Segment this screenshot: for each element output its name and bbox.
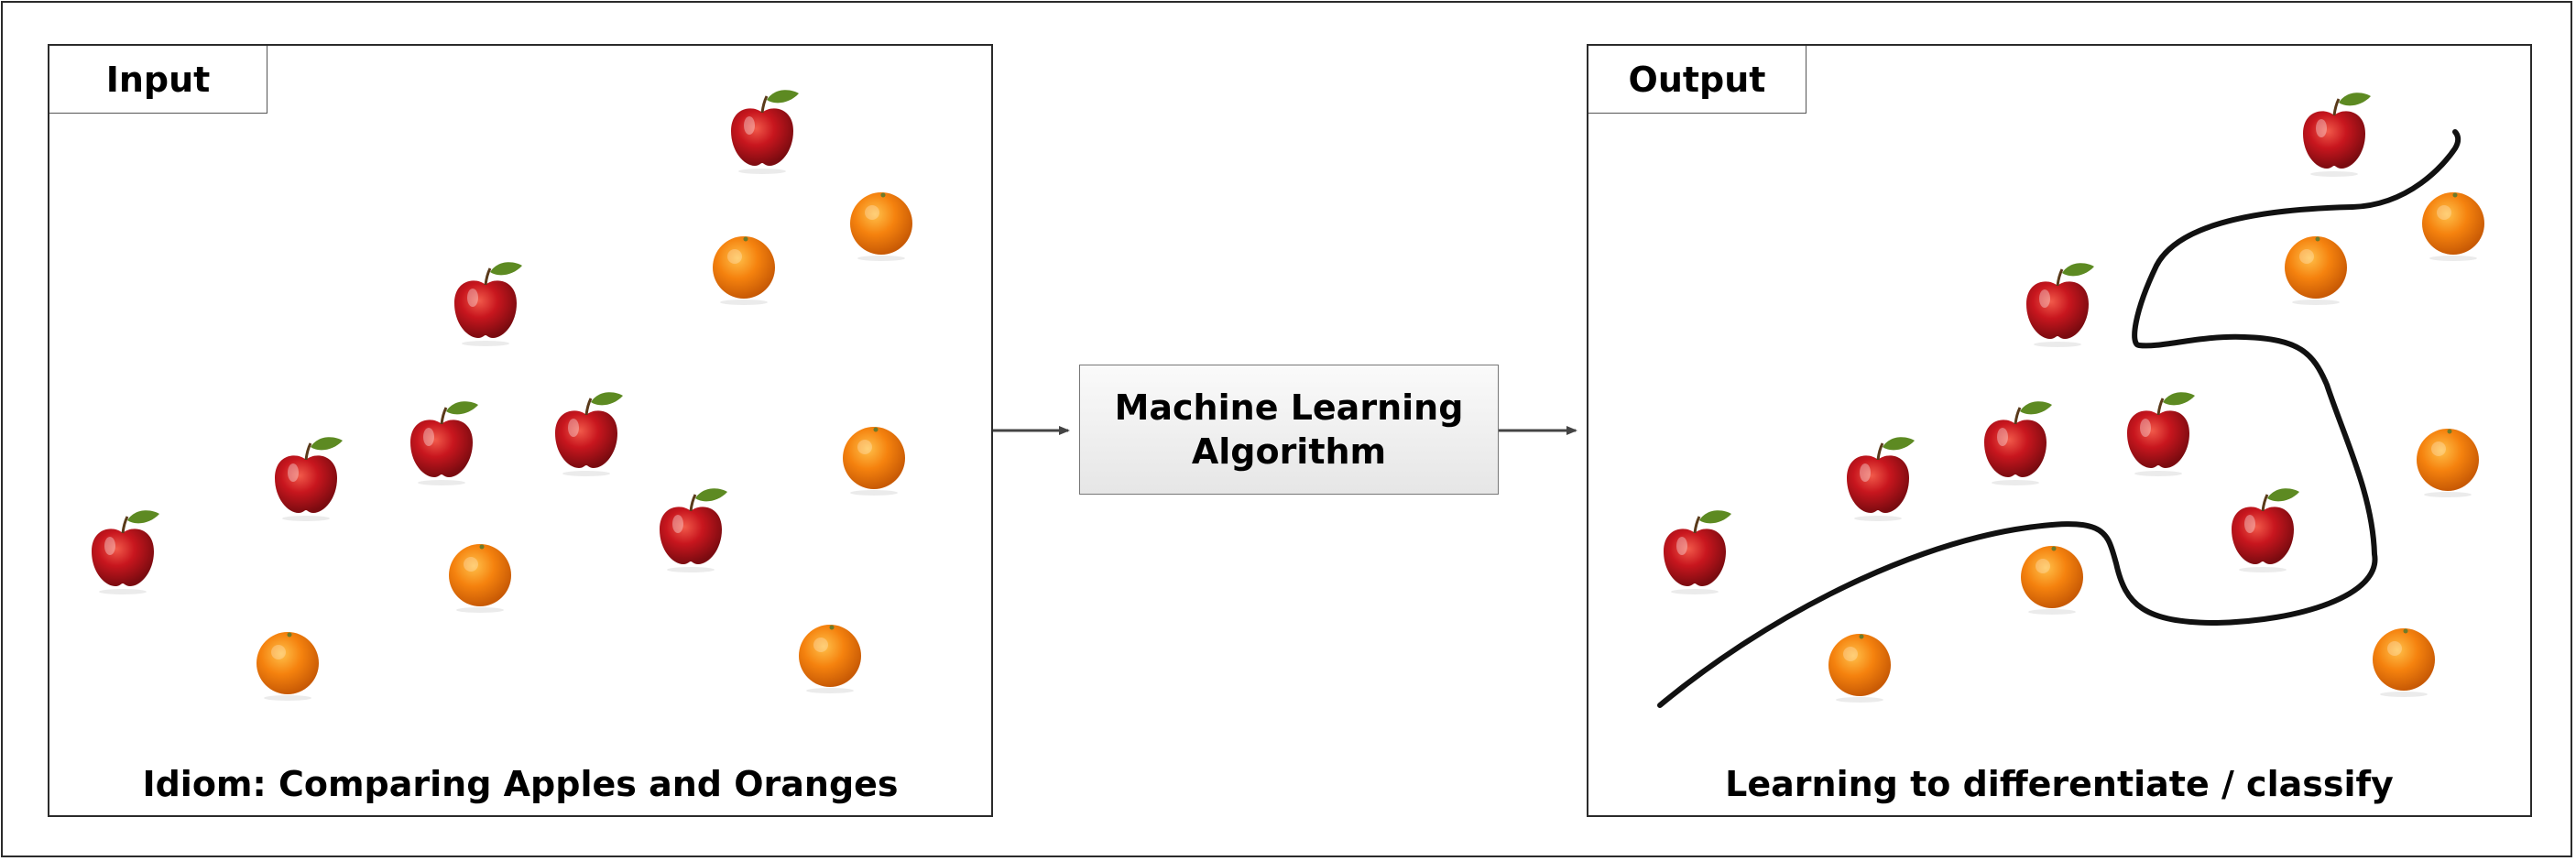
orange-icon <box>843 427 905 496</box>
orange-icon <box>2373 628 2435 697</box>
apple-icon <box>658 486 729 574</box>
apple-icon <box>2230 486 2301 574</box>
apple-icon <box>729 88 801 176</box>
orange-icon <box>1828 634 1891 703</box>
apple-icon <box>90 508 161 596</box>
apple-icon <box>2025 261 2096 349</box>
algorithm-label-line1: Machine Learning <box>1114 387 1464 428</box>
apple-icon <box>409 399 480 487</box>
apple-icon <box>2125 390 2197 478</box>
orange-icon <box>2021 546 2083 615</box>
ml-algorithm-box: Machine Learning Algorithm <box>1079 365 1499 495</box>
orange-icon <box>257 632 319 701</box>
output-panel: Output Learning to differentiate / class… <box>1587 44 2532 817</box>
apple-icon <box>1845 435 1916 523</box>
apple-icon <box>1982 399 2054 487</box>
apple-icon <box>1662 508 1733 596</box>
output-caption: Learning to differentiate / classify <box>1725 764 2394 804</box>
orange-icon <box>799 625 861 693</box>
algorithm-label-line2: Algorithm <box>1191 431 1387 472</box>
decision-boundary-line <box>1657 129 2461 708</box>
orange-icon <box>2285 236 2347 305</box>
orange-icon <box>850 192 912 261</box>
apple-icon <box>553 390 625 478</box>
input-caption: Idiom: Comparing Apples and Oranges <box>142 764 899 804</box>
orange-icon <box>2417 429 2479 497</box>
input-label: Input <box>49 46 267 114</box>
orange-icon <box>449 544 511 613</box>
apple-icon <box>273 435 344 523</box>
orange-icon <box>2422 192 2484 261</box>
apple-icon <box>453 260 524 348</box>
orange-icon <box>713 236 775 305</box>
output-label: Output <box>1588 46 1806 114</box>
apple-icon <box>2301 91 2373 179</box>
